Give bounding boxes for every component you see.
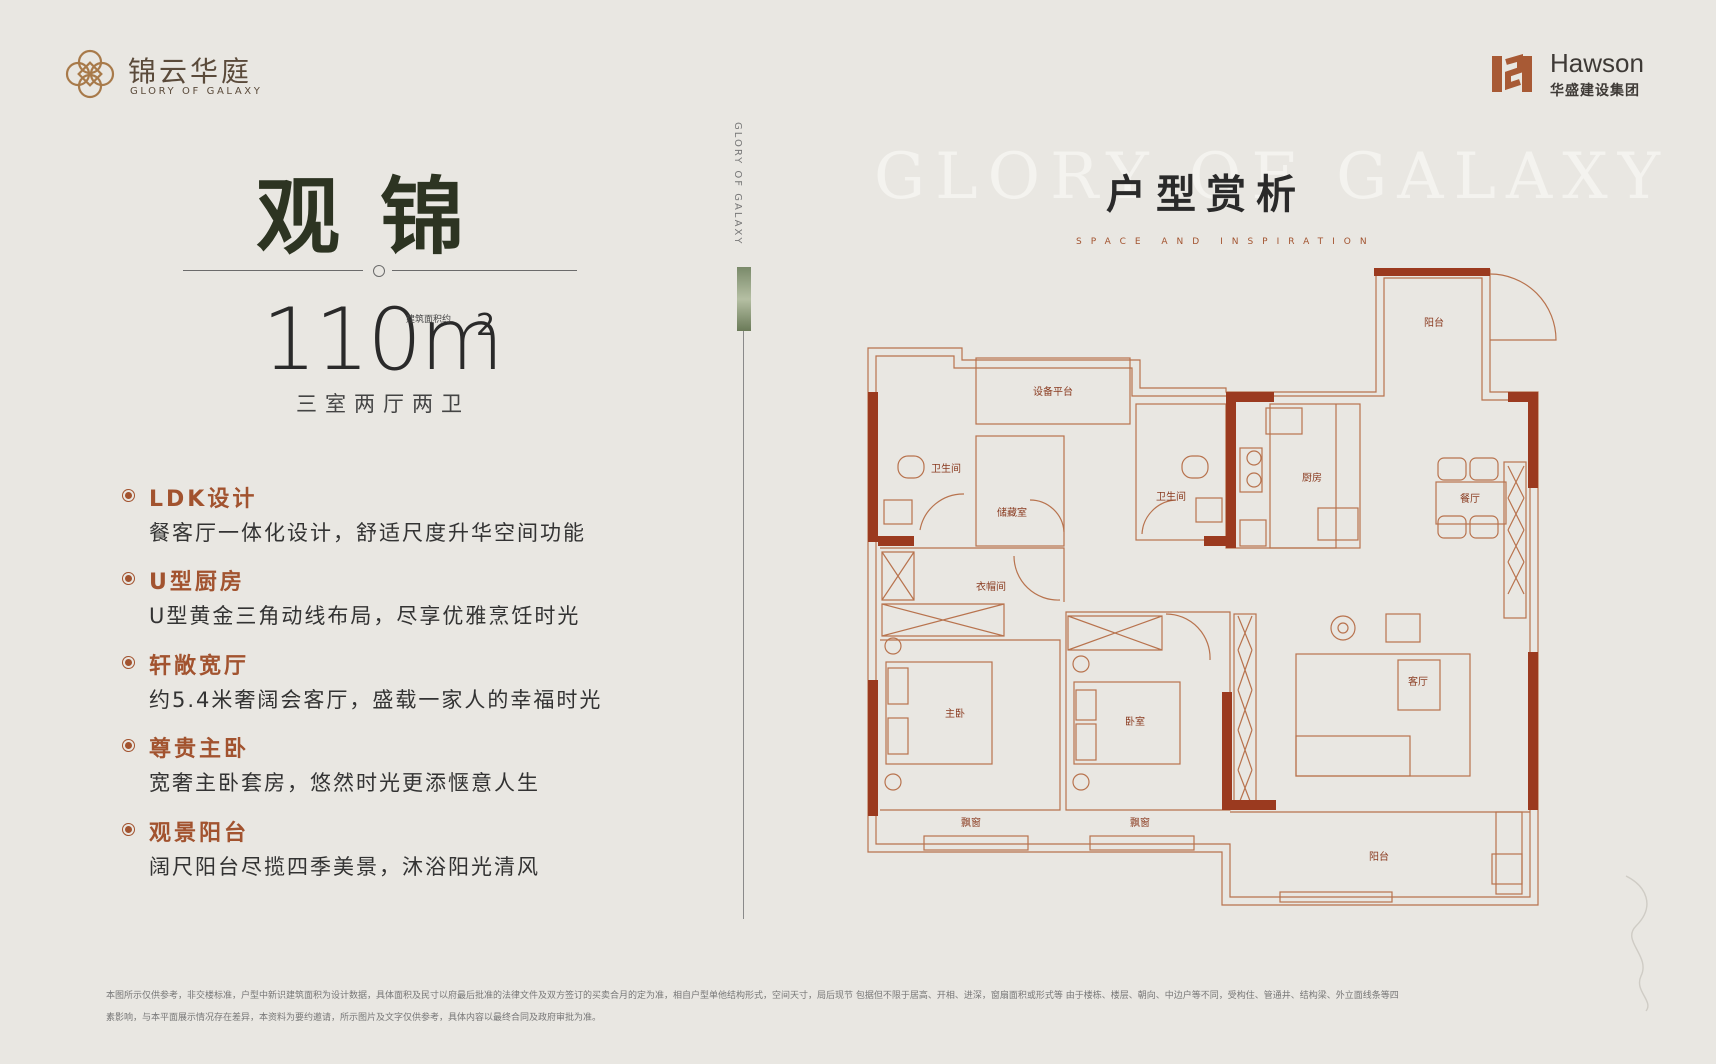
divider-accent-bar [737, 267, 751, 331]
feature-desc: 餐客厅一体化设计，舒适尺度升华空间功能 [149, 521, 586, 545]
unit-area: 110m [262, 290, 504, 390]
room-label-balcony-top: 阳台 [1424, 316, 1444, 329]
feature-title: 观景阳台 [149, 821, 250, 846]
brand-name-en: GLORY OF GALAXY [130, 86, 263, 97]
unit-area-note: 建筑面积约 [406, 315, 452, 325]
plan-subheading: SPACE AND INSPIRATION [1076, 237, 1376, 247]
room-label-kitchen: 厨房 [1302, 471, 1322, 484]
room-label-bay-left: 飘窗 [961, 816, 981, 829]
room-label-bath-left: 卫生间 [931, 462, 961, 475]
title-divider-left [183, 270, 363, 271]
feature-title: 尊贵主卧 [149, 737, 250, 762]
bullet-icon [125, 742, 132, 749]
room-label-bay-mid: 飘窗 [1130, 816, 1150, 829]
vertical-brand-text: GLORY OF GALAXY [732, 122, 743, 246]
bullet-icon [125, 826, 132, 833]
room-label-master: 主卧 [945, 707, 965, 720]
feature-title: U型厨房 [149, 570, 245, 595]
room-label-equipment: 设备平台 [1033, 385, 1073, 398]
feature-desc: U型黄金三角动线布局，尽享优雅烹饪时光 [149, 604, 581, 628]
bullet-icon [125, 575, 132, 582]
title-divider-right [392, 270, 577, 271]
title-divider-dot [373, 265, 385, 277]
room-label-bath-mid: 卫生间 [1156, 490, 1186, 503]
room-label-living: 客厅 [1408, 675, 1428, 688]
disclaimer-line-2: 素影响，与本平面展示情况存在差异，本资料为要约邀请，所示图片及文字仅供参考，具体… [106, 1013, 602, 1023]
brand-logo: 锦云华庭 GLORY OF GALAXY [62, 46, 282, 106]
unit-layout: 三室两厅两卫 [296, 392, 470, 416]
decorative-signature-icon [1625, 875, 1649, 1012]
room-label-balcony-bottom: 阳台 [1369, 850, 1389, 863]
feature-title: LDK设计 [149, 487, 258, 512]
unit-title: 观锦 [255, 167, 504, 266]
bullet-icon [125, 659, 132, 666]
room-label-cloakroom: 衣帽间 [976, 580, 1006, 593]
developer-logo: Hawson 华盛建设集团 [1490, 48, 1670, 100]
brand-name-cn: 锦云华庭 [128, 55, 253, 88]
developer-name-en: Hawson [1550, 48, 1644, 78]
bullet-icon [125, 492, 132, 499]
unit-area-superscript: 2 [476, 308, 496, 343]
developer-name-cn: 华盛建设集团 [1550, 83, 1640, 99]
room-label-dining: 餐厅 [1460, 492, 1480, 505]
feature-desc: 宽奢主卧套房，悠然时光更添惬意人生 [149, 771, 540, 795]
feature-title: 轩敞宽厅 [149, 654, 250, 679]
vertical-divider [743, 331, 744, 919]
floor-plan: 阳台 设备平台 卫生间 储藏室 卫生间 厨房 餐厅 衣帽间 主卧 卧室 客厅 飘… [867, 268, 1557, 906]
room-label-storage: 储藏室 [997, 506, 1027, 519]
room-label-bedroom: 卧室 [1125, 715, 1145, 728]
feature-desc: 约5.4米奢阔会客厅，盛载一家人的幸福时光 [149, 688, 603, 712]
brand-emblem-icon [65, 49, 115, 99]
plan-watermark-text: GLORY OF GALAXY [874, 140, 1670, 214]
developer-emblem-icon [1492, 54, 1532, 92]
disclaimer-line-1: 本图所示仅供参考，非交楼标准，户型中新识建筑面积为设计数据，具体面积及民寸以府最… [106, 991, 1399, 1001]
feature-desc: 阔尺阳台尽揽四季美景，沐浴阳光清风 [149, 855, 540, 879]
plan-heading: 户型赏析 [1106, 171, 1306, 218]
